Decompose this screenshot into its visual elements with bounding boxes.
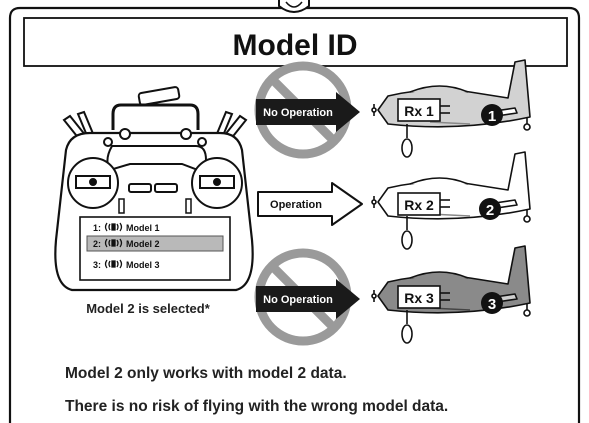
list-item: 3: Model 3 (93, 259, 160, 270)
list-item: 2: Model 2 (93, 238, 160, 249)
note-line: Model 2 only works with model 2 data. (65, 365, 347, 382)
receiver-box-icon: Rx 1 (397, 98, 450, 122)
blocked-arrow: No Operation (256, 92, 360, 132)
model-list: 1: Model 1 2: Model 2 3: (86, 222, 224, 270)
airplane-icon (371, 151, 531, 250)
receiver-box-icon: Rx 2 (397, 192, 450, 216)
list-item-slot: 3: (93, 260, 101, 270)
receiver-label: Rx 1 (404, 103, 434, 119)
list-item-name: Model 1 (126, 223, 160, 233)
list-item-name: Model 2 (126, 239, 160, 249)
row-number-badge: 2 (479, 198, 501, 220)
operation-arrow: Operation (257, 182, 363, 226)
receiver-label: Rx 2 (404, 197, 434, 213)
row-number-badge: 1 (481, 104, 503, 126)
note-line: There is no risk of flying with the wron… (65, 398, 448, 415)
arrow-label: Operation (270, 199, 322, 211)
row-number: 1 (488, 108, 496, 125)
row-number: 2 (486, 202, 494, 219)
selection-caption: Model 2 is selected* (86, 301, 210, 316)
receiver-box-icon: Rx 3 (397, 285, 450, 309)
list-item-slot: 2: (93, 239, 101, 249)
row-number: 3 (488, 296, 496, 313)
airplane-icon (371, 245, 531, 344)
arrow-label: No Operation (263, 294, 333, 306)
list-item: 1: Model 1 (93, 222, 160, 233)
list-item-name: Model 3 (126, 260, 160, 270)
airplane-icon (371, 59, 531, 158)
list-item-slot: 1: (93, 223, 101, 233)
row-number-badge: 3 (481, 292, 503, 314)
blocked-arrow: No Operation (256, 279, 360, 319)
receiver-label: Rx 3 (404, 290, 434, 306)
page-title: Model ID (233, 29, 358, 62)
transmit-signal-icon (104, 222, 123, 232)
transmit-signal-icon (104, 259, 123, 269)
arrow-label: No Operation (263, 107, 333, 119)
transmit-signal-icon (104, 238, 123, 248)
frame-knob-icon (278, 0, 310, 13)
